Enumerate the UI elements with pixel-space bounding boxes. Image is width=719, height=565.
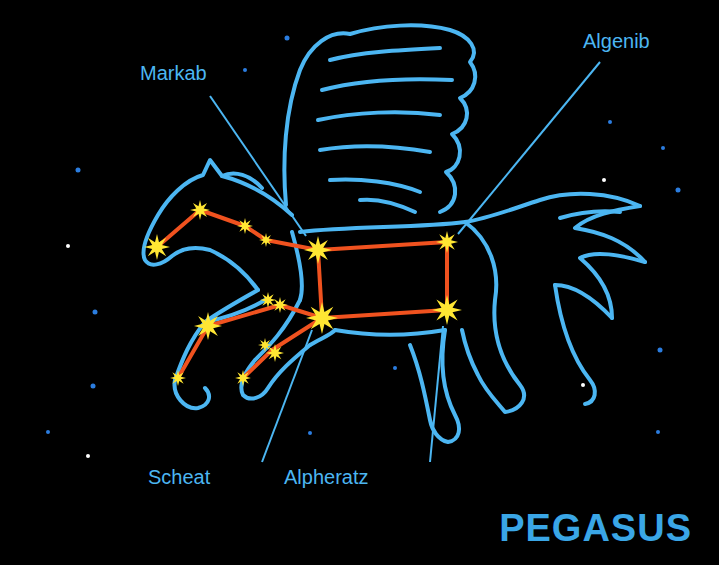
star-label: Scheat [148, 466, 210, 488]
star-label: Alpheratz [284, 466, 369, 488]
constellation-lines [157, 210, 447, 378]
background-stars [46, 36, 681, 459]
constellation-title: PEGASUS [499, 508, 692, 550]
pegasus-outline [143, 25, 645, 442]
constellation-stars [144, 200, 462, 386]
star-label: Algenib [583, 30, 650, 52]
star-label: Markab [140, 62, 207, 84]
leader-lines [210, 62, 600, 462]
